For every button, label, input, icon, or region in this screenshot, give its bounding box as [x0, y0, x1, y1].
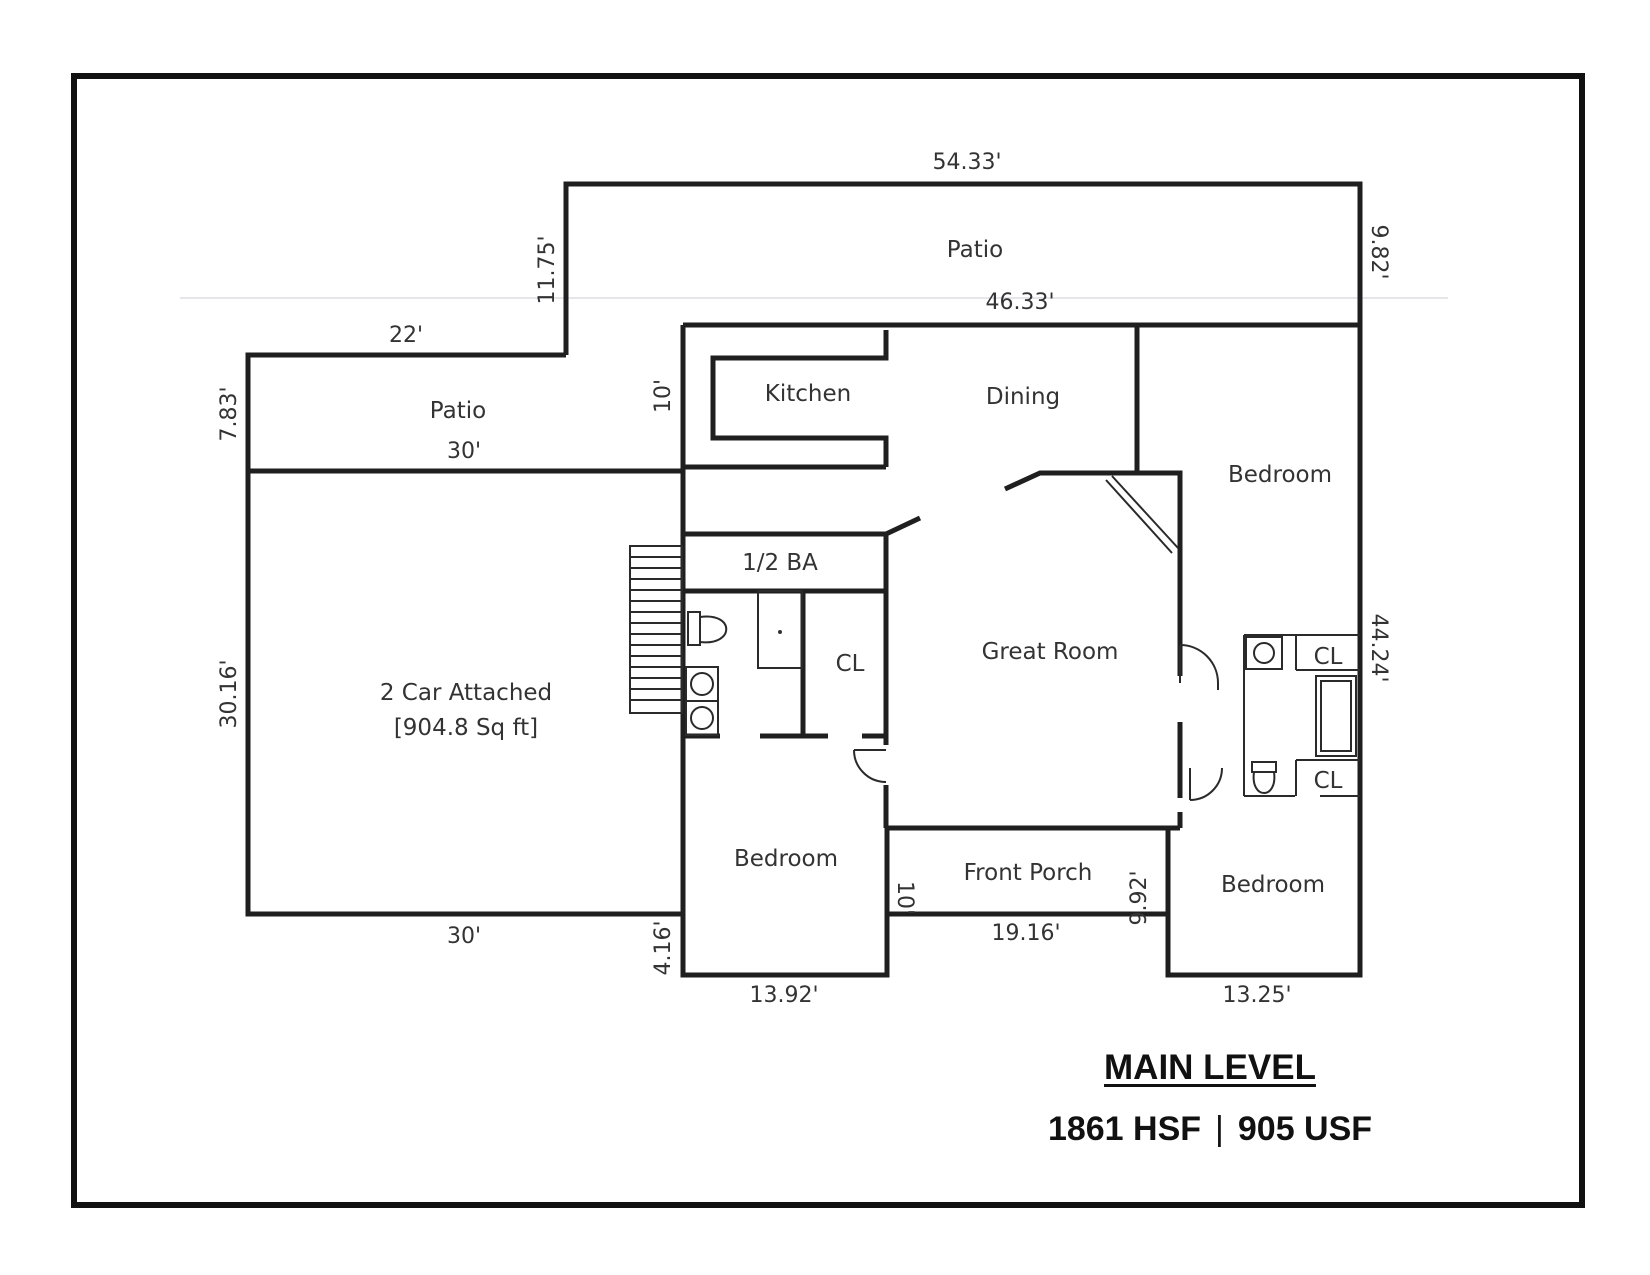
dim-porch-depth-right: 9.92'	[1127, 870, 1152, 925]
heated-sqft: 1861 HSF	[1047, 1110, 1202, 1148]
closet-right-lower-label: CL	[1314, 768, 1343, 794]
bedroom-partition	[1003, 470, 1183, 676]
closet-right-upper-label: CL	[1314, 644, 1343, 670]
bedroom-right-label: Bedroom	[1228, 462, 1332, 488]
dim-left-patio-bottom: 30'	[447, 439, 481, 464]
dim-bedroom-left-width: 13.92'	[749, 983, 818, 1008]
shower-drain	[778, 630, 782, 634]
sink	[1245, 636, 1283, 670]
unheated-sqft: 905 USF	[1237, 1110, 1373, 1148]
dim-patio-right-depth: 9.82'	[1366, 224, 1391, 279]
bedroom-bottom-left-label: Bedroom	[734, 846, 838, 872]
closet-diagonal-2	[1105, 479, 1173, 554]
toilet-right	[1251, 761, 1277, 794]
front-porch-label: Front Porch	[964, 860, 1093, 886]
kitchen-label: Kitchen	[765, 381, 851, 407]
great-room-door	[1179, 644, 1219, 690]
great-room-label: Great Room	[982, 639, 1119, 665]
bedroom-door	[853, 749, 887, 783]
page-frame	[71, 73, 1585, 1208]
dim-top-width: 54.33'	[932, 150, 1001, 175]
dim-bedroom-offset: 4.16'	[651, 920, 676, 975]
dim-garage-width: 30'	[447, 924, 481, 949]
dim-house-top-width: 46.33'	[985, 290, 1054, 315]
house-wall-right	[683, 322, 1363, 978]
dim-garage-depth: 30.16'	[217, 659, 242, 728]
bedroom-right-door	[1189, 767, 1223, 801]
level-title: MAIN LEVEL	[1104, 1048, 1316, 1087]
toilet	[687, 611, 728, 646]
angled-wall	[884, 515, 922, 537]
house-wall-left	[680, 325, 1168, 978]
garage-label: 2 Car Attached	[380, 680, 552, 706]
sink-basin	[1253, 642, 1275, 664]
dim-bedroom-right-width: 13.25'	[1222, 983, 1291, 1008]
sqft-separator: |	[1215, 1110, 1224, 1148]
kitchen-counter	[710, 330, 889, 467]
upper-patio-outline	[563, 181, 1363, 355]
dining-label: Dining	[986, 384, 1060, 410]
dim-porch-depth-left: 10'	[892, 881, 917, 915]
closet-left-label: CL	[836, 651, 865, 677]
stairs	[629, 545, 683, 714]
bedroom-bottom-right-label: Bedroom	[1221, 872, 1325, 898]
dim-right-side: 44.24'	[1366, 613, 1391, 682]
left-patio-label: Patio	[430, 398, 486, 424]
dryer-drum	[690, 706, 714, 730]
dim-porch-width: 19.16'	[991, 921, 1060, 946]
washer-drum	[690, 672, 714, 696]
shower-stall	[757, 590, 803, 669]
upper-patio-label: Patio	[947, 237, 1003, 263]
garage-area-label: [904.8 Sq ft]	[394, 715, 538, 741]
dryer	[685, 700, 719, 736]
half-bath-label: 1/2 BA	[742, 550, 818, 576]
garage-outline	[245, 471, 683, 917]
square-footage: 1861 HSF | 905 USF	[1030, 1110, 1390, 1149]
bathtub	[1315, 675, 1357, 757]
dim-left-patio-top: 22'	[389, 323, 423, 348]
dim-left-patio-depth: 7.83'	[217, 386, 242, 441]
dim-kitchen-wall: 10'	[651, 379, 676, 413]
dim-patio-step-height: 11.75'	[535, 235, 560, 304]
bathtub-inner	[1320, 680, 1352, 752]
closet-diagonal	[1111, 475, 1179, 549]
left-patio-outline	[245, 352, 683, 474]
